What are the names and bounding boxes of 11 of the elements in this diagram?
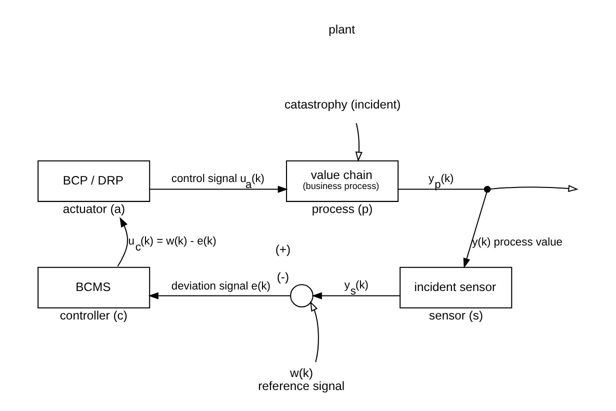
node-label: sensor (s) — [429, 308, 484, 323]
edge-label: y(k) process value — [472, 236, 563, 248]
node-label: (-) — [276, 270, 290, 284]
edge-label: deviation signal e(k) — [171, 280, 271, 292]
label: plant — [328, 22, 355, 37]
node-text: w(k) reference signal — [258, 366, 345, 394]
node-label: actuator (a) — [62, 202, 126, 216]
node-label: controller (c) — [60, 308, 128, 323]
node-label: (+) — [275, 242, 291, 256]
node-text: catastrophy (incident) — [284, 97, 401, 112]
node-label: process (p) — [312, 202, 373, 216]
